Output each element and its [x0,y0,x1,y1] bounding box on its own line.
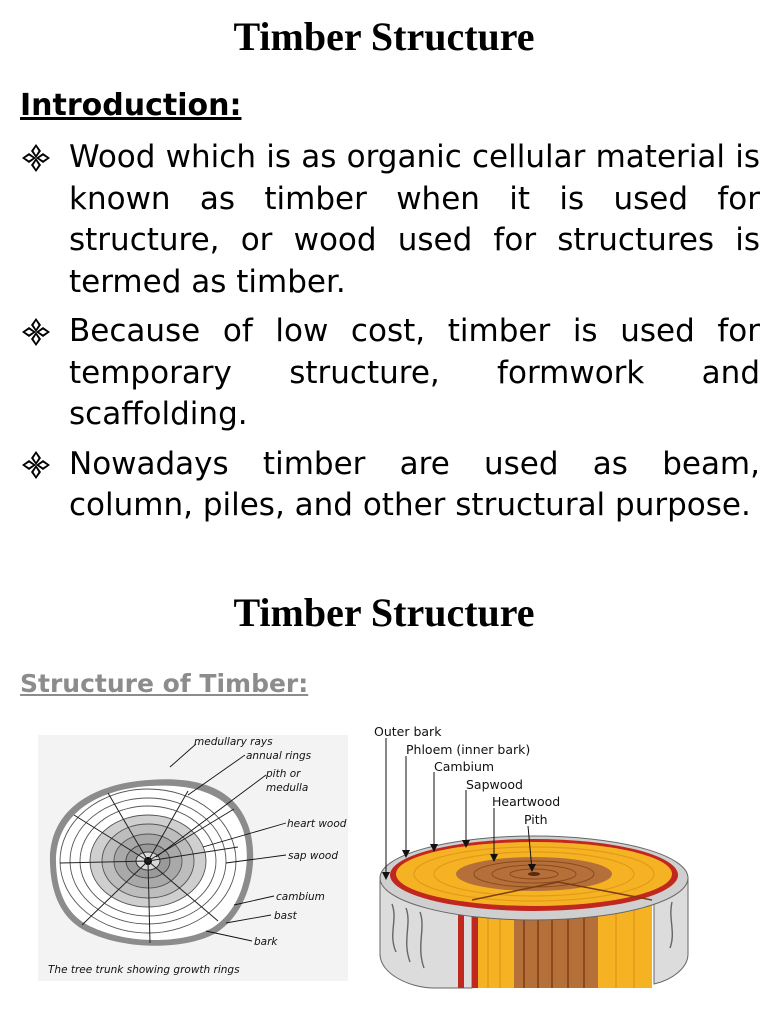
label-phloem: Phloem (inner bark) [406,742,530,757]
label-cambium: Cambium [434,759,494,774]
cut-edge [471,881,653,901]
inner-bark-strip [458,900,478,988]
pith-center [528,872,540,876]
four-diamond-bullet-icon [22,450,50,479]
bullet-text: Wood which is as organic cellular materi… [69,139,760,300]
page-title: Timber Structure [233,14,535,59]
label-sapwood: Sapwood [466,777,523,792]
annual-rings-lines [59,788,237,934]
log-cross-section-diagram: Outer bark Phloem (inner bark) Cambium S… [374,724,689,989]
arrow-heads [382,840,536,880]
label-heart-wood: heart wood [287,818,347,830]
outer-bark-side-right [650,877,689,985]
label-pith-or: pith or [265,768,301,780]
introduction-bullet-list: Wood which is as organic cellular materi… [20,137,760,535]
bullet-item: Because of low cost, timber is used for … [20,311,760,436]
label-pith: Pith [524,812,548,827]
figure-caption: The tree trunk showing growth rings [48,964,240,976]
label-heartwood: Heartwood [492,794,560,809]
label-bark: bark [254,936,278,948]
bark-texture [391,901,673,969]
section-title: Timber Structure [233,590,535,635]
leader-lines [155,743,287,942]
bullet-text: Because of low cost, timber is used for … [69,313,760,432]
label-annual-rings: annual rings [246,750,312,762]
label-medullary-rays: medullary rays [194,736,273,748]
structure-of-timber-heading: Structure of Timber: [20,669,309,698]
medullary-rays-lines [59,790,239,944]
label-bast: bast [274,910,298,922]
bullet-text: Nowadays timber are used as beam, column… [69,445,760,524]
four-diamond-bullet-icon [22,318,50,346]
four-diamond-bullet-icon [22,144,50,172]
leader-lines [385,738,533,878]
label-medulla: medulla [266,782,308,794]
bullet-item: Wood which is as organic cellular materi… [20,137,760,303]
bullet-item: Nowadays timber are used as beam, column… [20,444,760,527]
tree-trunk-rings-diagram: medullary rays annual rings pith or medu… [38,735,348,981]
top-growth-rings [413,846,655,902]
label-sap-wood: sap wood [288,850,338,862]
label-cambium: cambium [276,891,325,903]
introduction-heading: Introduction: [20,88,242,123]
label-outer-bark: Outer bark [374,724,442,739]
